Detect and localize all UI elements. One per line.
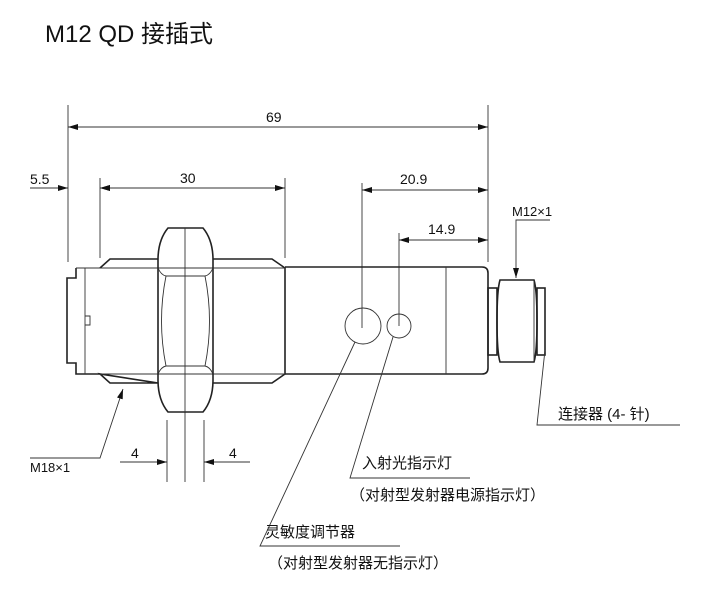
svg-text:M18×1: M18×1 — [30, 460, 70, 475]
svg-text:14.9: 14.9 — [428, 221, 455, 237]
svg-text:5.5: 5.5 — [30, 171, 50, 187]
dimension-4-right: 4 — [204, 445, 250, 465]
extension-lines — [67, 105, 489, 482]
indicator-lamp — [386, 313, 412, 339]
dimension-14-9: 14.9 — [399, 221, 488, 243]
sensitivity-adjuster — [344, 307, 382, 345]
svg-text:4: 4 — [229, 445, 237, 461]
page-title: M12 QD 接插式 — [45, 21, 213, 48]
label-connector: 连接器 (4- 针) — [536, 349, 680, 426]
label-body-thread: M18×1 — [30, 388, 124, 475]
svg-text:30: 30 — [180, 170, 196, 186]
dimension-20-9: 20.9 — [362, 171, 488, 193]
svg-text:69: 69 — [266, 109, 282, 125]
dimension-69: 69 — [68, 109, 488, 130]
svg-text:（对射型发射器无指示灯）: （对射型发射器无指示灯） — [268, 555, 448, 572]
dimension-30: 30 — [100, 170, 285, 191]
label-sensitivity-adjuster: 灵敏度调节器 （对射型发射器无指示灯） — [259, 341, 448, 572]
svg-text:入射光指示灯: 入射光指示灯 — [362, 455, 452, 472]
svg-text:4: 4 — [131, 445, 139, 461]
label-indicator: 入射光指示灯 （对射型发射器电源指示灯） — [349, 336, 545, 504]
svg-text:20.9: 20.9 — [400, 171, 427, 187]
svg-text:灵敏度调节器: 灵敏度调节器 — [265, 524, 355, 541]
svg-text:连接器 (4- 针): 连接器 (4- 针) — [558, 406, 650, 423]
hex-nut — [157, 227, 214, 413]
m12-connector — [487, 279, 546, 363]
svg-text:（对射型发射器电源指示灯）: （对射型发射器电源指示灯） — [350, 487, 545, 504]
sensor-body — [66, 258, 489, 384]
dimension-5-5: 5.5 — [30, 171, 110, 191]
label-connector-thread: M12×1 — [512, 204, 552, 278]
dimension-4-left: 4 — [120, 445, 167, 465]
svg-text:M12×1: M12×1 — [512, 204, 552, 219]
